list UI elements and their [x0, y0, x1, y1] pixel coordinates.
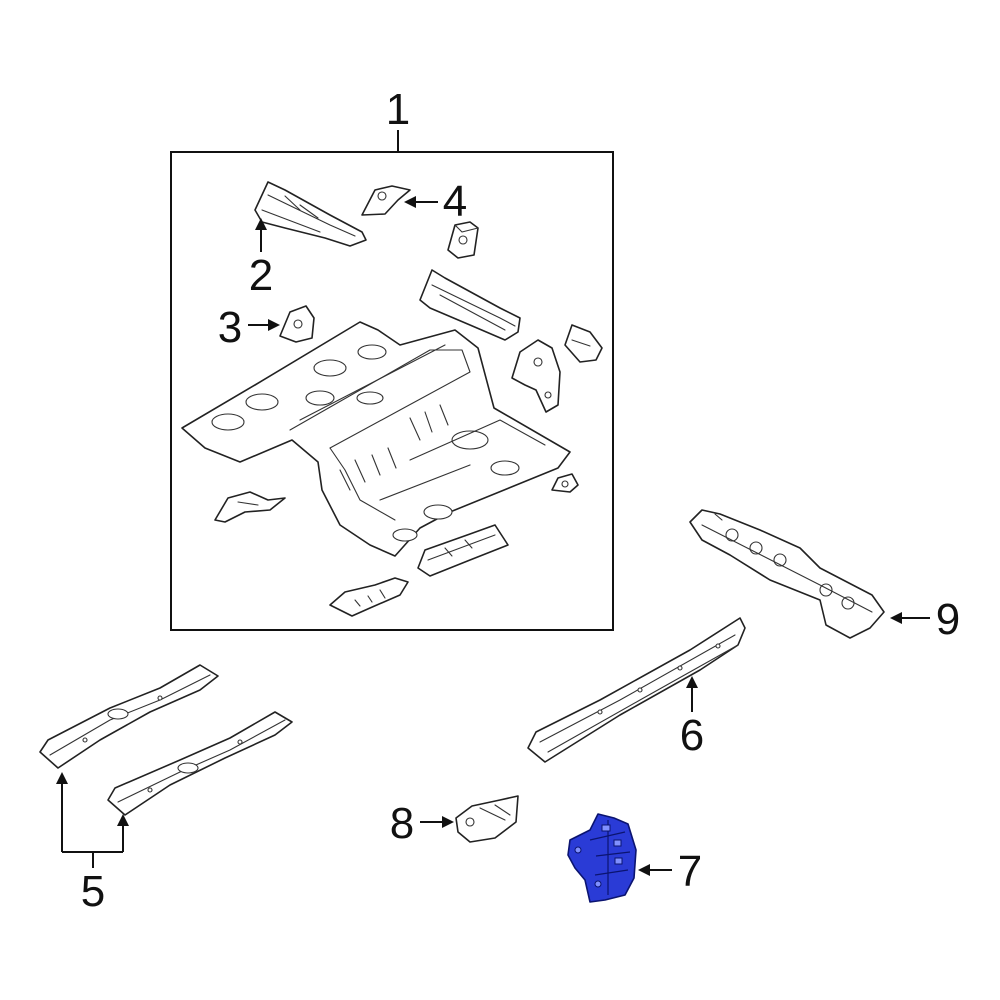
mount-block[interactable]: [447, 221, 479, 259]
inner-side-rail[interactable]: [419, 269, 521, 341]
lower-bracket-left[interactable]: [214, 491, 286, 523]
lower-clip-right[interactable]: [551, 473, 579, 493]
callout-9[interactable]: 9: [936, 595, 960, 644]
part-3-pad[interactable]: [279, 305, 315, 343]
callout-2[interactable]: 2: [249, 251, 273, 300]
lower-bracket-bottom[interactable]: [329, 577, 409, 617]
part-8-bracket[interactable]: [455, 795, 519, 843]
callout-3[interactable]: 3: [218, 303, 242, 352]
assembly-frame: [170, 151, 614, 631]
callout-7[interactable]: 7: [678, 847, 702, 896]
callout-1[interactable]: 1: [386, 85, 410, 134]
inner-gusset[interactable]: [511, 339, 561, 413]
callout-6[interactable]: 6: [680, 711, 704, 760]
part-6-side-rail[interactable]: [527, 617, 746, 763]
part-5-rail-left[interactable]: [39, 664, 219, 769]
inner-bracket-right[interactable]: [564, 324, 603, 363]
lower-crossmember[interactable]: [417, 524, 509, 577]
callout-4[interactable]: 4: [443, 177, 467, 226]
callout-8[interactable]: 8: [390, 799, 414, 848]
part-4-bracket[interactable]: [361, 185, 411, 216]
part-2-reinforcement[interactable]: [254, 181, 367, 247]
main-floor-pan[interactable]: [181, 321, 571, 557]
part-5-rail-right[interactable]: [107, 711, 293, 816]
callout-5[interactable]: 5: [81, 867, 105, 916]
part-7-bracket-highlighted[interactable]: [567, 813, 637, 903]
part-9-crossmember[interactable]: [689, 509, 885, 639]
